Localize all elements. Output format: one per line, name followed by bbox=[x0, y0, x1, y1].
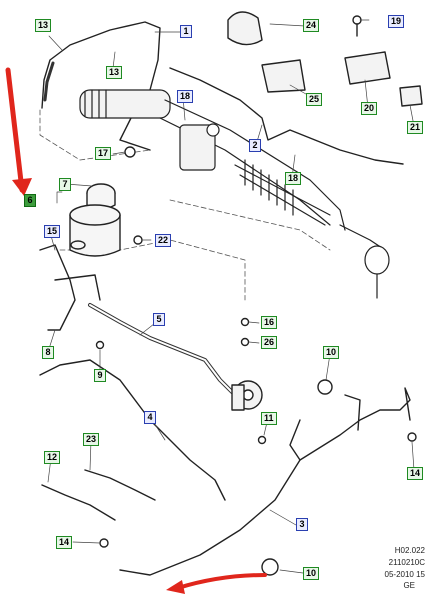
bracket-8 bbox=[39, 244, 76, 331]
callout-21: 21 bbox=[407, 121, 424, 134]
bolt-16 bbox=[240, 317, 250, 327]
callout-8: 8 bbox=[42, 346, 54, 359]
clip-25 bbox=[261, 59, 306, 93]
callout-11: 11 bbox=[261, 412, 277, 425]
callout-22: 22 bbox=[155, 234, 172, 247]
callout-10: 10 bbox=[323, 346, 340, 359]
red-arrows bbox=[5, 67, 267, 594]
fluid-reservoir bbox=[69, 183, 121, 257]
bolt-9 bbox=[95, 340, 105, 350]
bolt-26 bbox=[240, 337, 250, 347]
steering-pump bbox=[231, 380, 263, 411]
bolt-17 bbox=[124, 146, 136, 158]
callout-12: 12 bbox=[44, 451, 61, 464]
caption-line-2: 2110210C bbox=[388, 558, 425, 567]
cable-tie-23 bbox=[84, 469, 156, 501]
caption-line-3: 05-2010 15 bbox=[384, 570, 425, 579]
callout-10: 10 bbox=[303, 567, 320, 580]
callout-17: 17 bbox=[95, 147, 112, 160]
callout-14: 14 bbox=[56, 536, 73, 549]
callout-9: 9 bbox=[94, 369, 106, 382]
callout-23: 23 bbox=[83, 433, 100, 446]
callout-16: 16 bbox=[261, 316, 278, 329]
callout-19: 19 bbox=[388, 15, 405, 28]
caption-line-4: GE bbox=[403, 581, 415, 590]
callout-13: 13 bbox=[106, 66, 123, 79]
callout-5: 5 bbox=[153, 313, 165, 326]
callout-7: 7 bbox=[59, 178, 71, 191]
caption-line-1: H02.022 bbox=[394, 546, 425, 555]
bolt-14b bbox=[99, 538, 109, 548]
callout-14: 14 bbox=[407, 467, 424, 480]
callout-3: 3 bbox=[296, 518, 308, 531]
clip-21 bbox=[399, 85, 423, 107]
cooler-pipe-4 bbox=[39, 359, 226, 501]
callout-4: 4 bbox=[144, 411, 156, 424]
callout-13: 13 bbox=[35, 19, 52, 32]
cooler-pipe-3 bbox=[119, 387, 411, 576]
bolt-19 bbox=[352, 15, 362, 37]
bolt-10b bbox=[261, 558, 279, 576]
callout-6: 6 bbox=[24, 194, 36, 207]
callout-26: 26 bbox=[261, 336, 278, 349]
pressure-hose-1 bbox=[41, 21, 161, 151]
callout-18: 18 bbox=[177, 90, 194, 103]
bolt-22 bbox=[133, 235, 143, 245]
bolt-14a bbox=[407, 432, 417, 442]
cable-tie-12 bbox=[41, 484, 116, 521]
callout-2: 2 bbox=[249, 139, 261, 152]
return-line-2 bbox=[169, 67, 404, 165]
callout-15: 15 bbox=[44, 225, 61, 238]
callout-18: 18 bbox=[285, 172, 302, 185]
callout-1: 1 bbox=[180, 25, 192, 38]
steering-rack bbox=[79, 89, 390, 299]
callout-25: 25 bbox=[306, 93, 323, 106]
clip-20 bbox=[344, 51, 391, 85]
bolt-11 bbox=[257, 435, 267, 445]
bolt-10a bbox=[317, 379, 333, 395]
clip-24 bbox=[227, 11, 263, 46]
callout-24: 24 bbox=[303, 19, 320, 32]
callout-20: 20 bbox=[361, 102, 378, 115]
